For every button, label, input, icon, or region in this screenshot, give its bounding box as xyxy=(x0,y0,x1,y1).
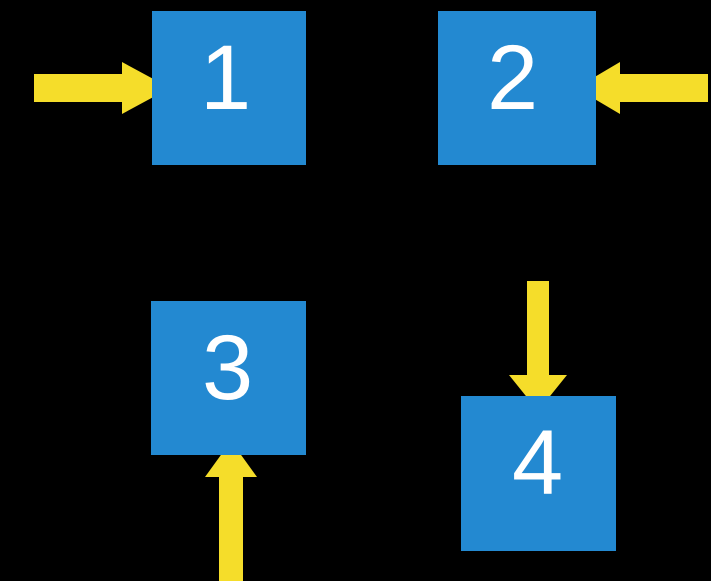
node-3-label: 3 xyxy=(202,317,254,419)
node-1[interactable] xyxy=(152,11,306,165)
node-2[interactable] xyxy=(438,11,596,165)
node-1-label: 1 xyxy=(200,27,252,129)
arrow-up-into-node-3 xyxy=(205,441,257,581)
node-4-label: 4 xyxy=(512,412,564,514)
arrow-left-into-node-2 xyxy=(576,62,708,114)
node-3[interactable] xyxy=(151,301,306,455)
node-2-label: 2 xyxy=(487,27,539,129)
arrow-down-into-node-4 xyxy=(509,281,567,411)
arrow-right-into-node-1 xyxy=(34,62,170,114)
node-4[interactable] xyxy=(461,396,616,551)
